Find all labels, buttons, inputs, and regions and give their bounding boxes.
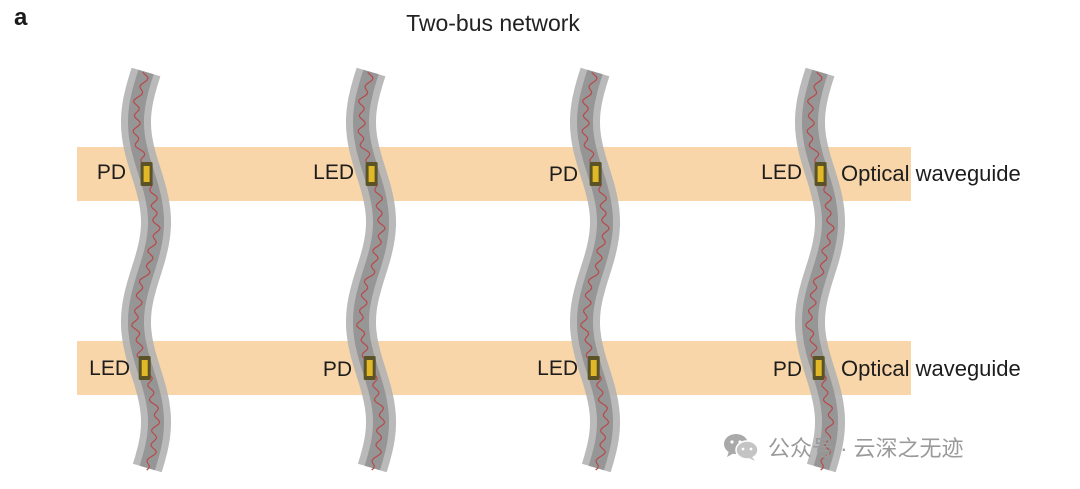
wire-trace-4 xyxy=(805,71,835,471)
wechat-icon xyxy=(724,434,759,461)
bus-band-bottom xyxy=(77,341,911,395)
wire-trace-1 xyxy=(131,71,161,471)
bus1-waveguide-label: Optical waveguide xyxy=(841,161,1021,186)
device-chip-core-bus1-3 xyxy=(592,166,599,182)
device-chip-core-bus2-3 xyxy=(590,360,597,376)
wire-trace-3 xyxy=(580,71,610,471)
watermark-text: 公众号 · 云深之无迹 xyxy=(768,436,964,461)
fiber-core-4 xyxy=(802,69,838,471)
watermark: 公众号 · 云深之无迹 xyxy=(722,430,964,464)
bus2-device3-label: LED xyxy=(537,357,578,380)
bus1-device2-label: LED xyxy=(313,161,354,184)
wire-trace-2 xyxy=(356,71,386,471)
bus-band-top xyxy=(77,147,911,201)
bus2-device2-label: PD xyxy=(322,358,352,381)
bus1-device4-label: LED xyxy=(761,161,802,184)
panel-label: a xyxy=(14,4,28,31)
device-chip-core-bus1-4 xyxy=(817,166,824,182)
device-chip-core-bus1-1 xyxy=(143,166,150,182)
bus2-waveguide-label: Optical waveguide xyxy=(841,356,1021,381)
diagram-title: Two-bus network xyxy=(406,10,580,36)
fiber-core-2 xyxy=(353,69,389,471)
bus1-device1-label: PD xyxy=(96,161,126,184)
bus1-device3-label: PD xyxy=(548,163,578,186)
device-chip-core-bus2-2 xyxy=(366,360,373,376)
device-chip-core-bus2-4 xyxy=(815,360,822,376)
bus2-device1-label: LED xyxy=(89,357,130,380)
bus2-device4-label: PD xyxy=(772,358,802,381)
device-chip-core-bus1-2 xyxy=(368,166,375,182)
fiber-core-1 xyxy=(128,69,164,471)
device-chip-core-bus2-1 xyxy=(141,360,148,376)
fiber-core-3 xyxy=(577,69,613,471)
